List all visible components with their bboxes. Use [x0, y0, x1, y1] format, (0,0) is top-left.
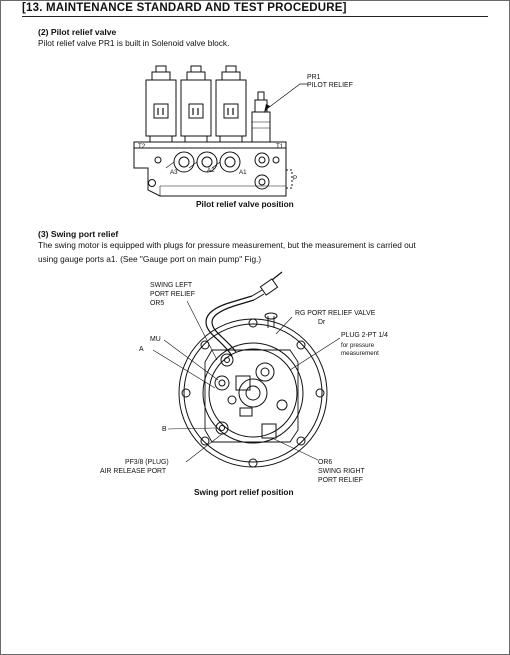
label-b: B	[162, 426, 167, 433]
label-pf38-plug: PF3/8 (PLUG)	[125, 459, 169, 466]
label-rg-port-relief-valve: RG PORT RELIEF VALVE	[295, 310, 376, 317]
section-heading-pilot-relief: (2) Pilot relief valve	[38, 27, 117, 37]
label-swing-left: SWING LEFT	[150, 282, 193, 289]
label-swing-right-port-relief: PORT RELIEF	[318, 477, 363, 484]
label-plug: PLUG 2-PT 1/4	[341, 332, 388, 339]
label-swing-right: SWING RIGHT	[318, 468, 365, 475]
section-body-line-1: The swing motor is equipped with plugs f…	[38, 240, 416, 250]
caption-pilot-relief-valve-position: Pilot relief valve position	[196, 199, 294, 209]
label-air-release-port: AIR RELEASE PORT	[100, 468, 167, 475]
label-a: A	[139, 346, 144, 353]
header-rule	[22, 16, 488, 17]
section-body-line-2: using gauge ports a1. (See "Gauge port o…	[38, 254, 262, 264]
section-heading-swing-port-relief: (3) Swing port relief	[38, 229, 119, 239]
label-a1: A1	[239, 169, 247, 176]
label-p: P	[293, 175, 298, 182]
label-t2: T2	[138, 143, 146, 150]
label-swing-left-port-relief: PORT RELIEF	[150, 291, 195, 298]
page-header-title: [13. MAINTENANCE STANDARD AND TEST PROCE…	[22, 2, 347, 14]
label-pilot-relief: PILOT RELIEF	[307, 82, 353, 89]
label-or6: OR6	[318, 459, 333, 466]
label-or5: OR5	[150, 300, 165, 307]
label-for-pressure: for pressure	[341, 342, 375, 349]
section-body-pilot-relief: Pilot relief valve PR1 is built in Solen…	[38, 38, 230, 48]
caption-swing-port-relief-position: Swing port relief position	[194, 487, 294, 497]
label-pr1: PR1	[307, 74, 321, 81]
label-a3: A3	[170, 169, 178, 176]
label-a2: A2	[207, 167, 215, 174]
label-mu: MU	[150, 336, 161, 343]
label-dr: Dr	[318, 319, 326, 326]
label-measurement: measurement	[341, 350, 379, 357]
label-t1: T1	[276, 143, 284, 150]
